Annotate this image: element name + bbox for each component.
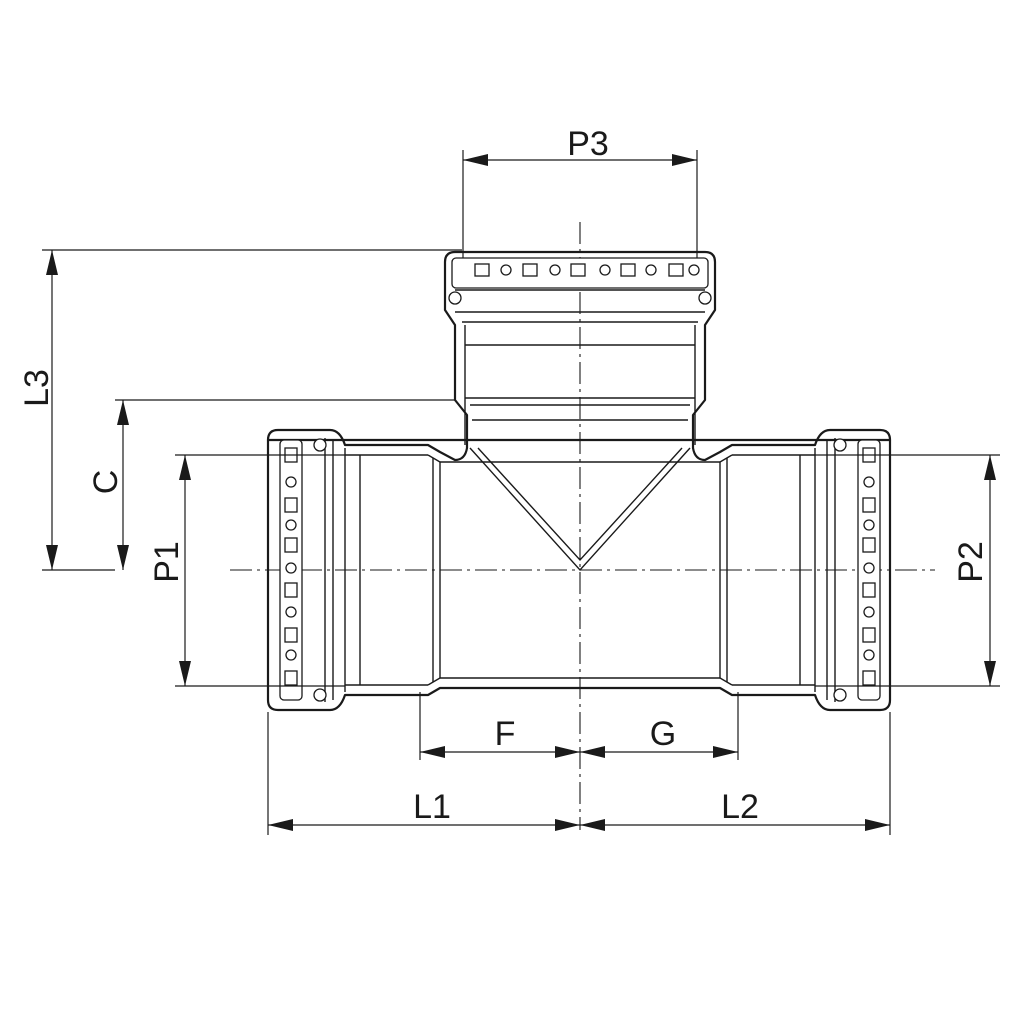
left-grip-ball: [285, 562, 297, 574]
label-l2: L2: [721, 788, 759, 826]
left-seal-ring: [313, 438, 327, 452]
left-grip-segment: [284, 627, 298, 643]
branch-grip-ball: [599, 264, 611, 276]
right-grip-ball: [863, 476, 875, 488]
label-p3: P3: [567, 125, 609, 163]
branch-grip-segment: [474, 263, 490, 277]
branch-seal-ring: [698, 291, 712, 305]
label-l1: L1: [413, 788, 451, 826]
label-p1: P1: [148, 541, 186, 583]
branch-grip-segment: [570, 263, 586, 277]
left-grip-ball: [285, 606, 297, 618]
right-grip-ball: [863, 649, 875, 661]
branch-grip-ball: [645, 264, 657, 276]
left-grip-segment: [284, 537, 298, 553]
dimension-labels: P3 L3 C P1 P2 F G L1 L2: [18, 125, 990, 826]
right-grip-ball: [863, 562, 875, 574]
branch-body: [455, 289, 705, 572]
right-grip-segment: [862, 537, 876, 553]
left-seal-ring: [313, 688, 327, 702]
label-p2: P2: [952, 541, 990, 583]
branch-grip-segment: [668, 263, 684, 277]
left-grip-ball: [285, 476, 297, 488]
gasket-rings: [279, 257, 881, 702]
main-run-body: [266, 250, 892, 712]
left-grip-segment: [284, 582, 298, 598]
branch-grip-segment: [522, 263, 538, 277]
right-grip-segment: [862, 670, 876, 686]
branch-grip-segment: [620, 263, 636, 277]
right-grip-segment: [862, 497, 876, 513]
branch-grip-ball: [549, 264, 561, 276]
right-grip-segment: [862, 627, 876, 643]
label-l3: L3: [18, 369, 56, 407]
right-grip-ball: [863, 519, 875, 531]
branch-grip-ball: [500, 264, 512, 276]
label-c: C: [87, 470, 125, 495]
left-grip-segment: [284, 670, 298, 686]
dimension-lines: [42, 150, 1000, 835]
center-lines: [230, 222, 935, 830]
branch-grip-ball: [688, 264, 700, 276]
branch-seal-ring: [448, 291, 462, 305]
left-grip-ball: [285, 519, 297, 531]
label-f: F: [495, 715, 516, 753]
left-grip-ball: [285, 649, 297, 661]
right-grip-segment: [862, 582, 876, 598]
left-grip-segment: [284, 497, 298, 513]
right-seal-ring: [833, 438, 847, 452]
right-seal-ring: [833, 688, 847, 702]
label-g: G: [650, 715, 676, 753]
right-grip-ball: [863, 606, 875, 618]
